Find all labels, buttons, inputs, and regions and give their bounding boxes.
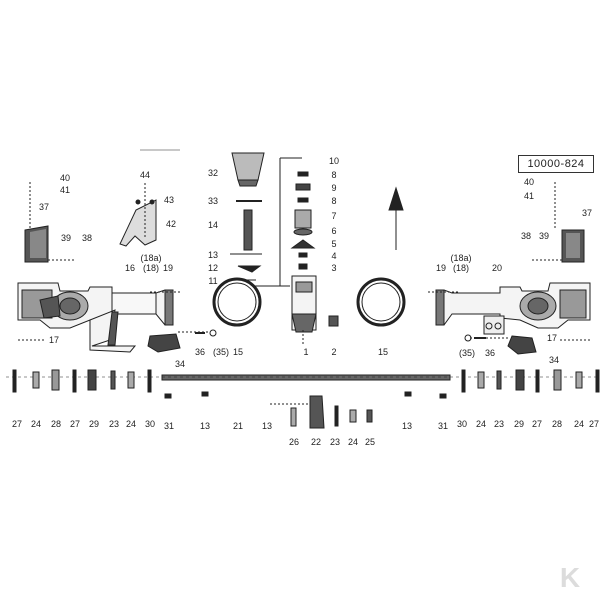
callout-21: 21: [232, 421, 244, 431]
callout-38-left: 38: [81, 233, 93, 243]
callout-19-left: 19: [162, 263, 174, 273]
bottom-row-parts: [12, 369, 600, 399]
callout-2: 2: [331, 347, 337, 357]
callout-43: 43: [163, 195, 175, 205]
callout-6: 6: [331, 226, 337, 236]
callout-34-right: 34: [548, 355, 560, 365]
brand-watermark-logo: K: [559, 562, 581, 593]
bracket-34-right: [507, 335, 537, 355]
callout-16: 16: [124, 263, 136, 273]
callout-30-b: 30: [456, 419, 468, 429]
callout-38-right: 38: [520, 231, 532, 241]
callout-15-right: 15: [377, 347, 389, 357]
callout-23-b: 23: [493, 419, 505, 429]
callout-26: 26: [288, 437, 300, 447]
ring-15-right: [356, 277, 406, 327]
callout-44: 44: [139, 170, 151, 180]
callout-28-b: 28: [551, 419, 563, 429]
drawing-reference-code: 10000-824: [518, 155, 594, 173]
callout-5: 5: [331, 239, 337, 249]
callout-33: 33: [207, 196, 219, 206]
callout-32: 32: [207, 168, 219, 178]
callout-40-right: 40: [523, 177, 535, 187]
callout-37-left: 37: [38, 202, 50, 212]
callout-3: 3: [331, 263, 337, 273]
callout-13-a: 13: [199, 421, 211, 431]
callout-23-a: 23: [108, 419, 120, 429]
bracket-37-right: [532, 182, 585, 263]
callout-8a: 8: [331, 170, 337, 180]
callout-29-b: 29: [513, 419, 525, 429]
drawbar-left: [89, 309, 137, 353]
callout-17-left: 17: [48, 335, 60, 345]
bracket-37-left: [24, 182, 75, 263]
callout-1: 1: [303, 347, 309, 357]
callout-29-a: 29: [88, 419, 100, 429]
ring-15-left: [212, 277, 262, 327]
callout-35-left: (35): [212, 347, 230, 357]
callout-13-c: 13: [401, 421, 413, 431]
axle-housing-right: [428, 282, 591, 341]
axle-housing-left: [17, 282, 180, 341]
callout-41-left: 41: [59, 185, 71, 195]
callout-4: 4: [331, 251, 337, 261]
callout-24-a: 24: [30, 419, 42, 429]
callout-27-b: 27: [69, 419, 81, 429]
callout-18a-right: (18a): [450, 253, 472, 263]
callout-24-d: 24: [573, 419, 585, 429]
callout-14: 14: [207, 220, 219, 230]
callout-8b: 8: [331, 196, 337, 206]
callout-17-right: 17: [546, 333, 558, 343]
callout-7: 7: [331, 211, 337, 221]
callout-25: 25: [364, 437, 376, 447]
callout-39-left: 39: [60, 233, 72, 243]
callout-27-a: 27: [11, 419, 23, 429]
callout-36-left: 36: [194, 347, 206, 357]
callout-31-b: 31: [437, 421, 449, 431]
callout-27-d: 27: [588, 419, 600, 429]
callout-24-c: 24: [475, 419, 487, 429]
callout-13-top: 13: [207, 250, 219, 260]
callout-27-c: 27: [531, 419, 543, 429]
direction-arrow: [388, 186, 404, 250]
callout-12: 12: [207, 263, 219, 273]
callout-23-c: 23: [329, 437, 341, 447]
bracket-34-left: [147, 333, 181, 353]
callout-39-right: 39: [538, 231, 550, 241]
callout-19-right: 19: [435, 263, 447, 273]
callout-13-b: 13: [261, 421, 273, 431]
callout-24-b: 24: [125, 419, 137, 429]
center-parts-stack: [230, 152, 339, 345]
callout-11: 11: [208, 276, 218, 286]
callout-41-right: 41: [523, 191, 535, 201]
callout-42: 42: [165, 219, 177, 229]
callout-40-left: 40: [59, 173, 71, 183]
callout-36-right: 36: [484, 348, 496, 358]
center-lower-parts: [270, 395, 373, 429]
support-42: [119, 183, 157, 247]
callout-34-left: 34: [174, 359, 186, 369]
callout-37-right: 37: [581, 208, 593, 218]
callout-30-a: 30: [144, 419, 156, 429]
callout-24-e: 24: [347, 437, 359, 447]
callout-18-left: (18): [142, 263, 160, 273]
callout-10: 10: [328, 156, 340, 166]
callout-15-left: 15: [232, 347, 244, 357]
callout-22: 22: [310, 437, 322, 447]
callout-31-a: 31: [163, 421, 175, 431]
callout-28-a: 28: [50, 419, 62, 429]
callout-18a-left: (18a): [140, 253, 162, 263]
callout-9: 9: [331, 183, 337, 193]
callout-35-right: (35): [458, 348, 476, 358]
callout-18-right: (18): [452, 263, 470, 273]
callout-20: 20: [491, 263, 503, 273]
